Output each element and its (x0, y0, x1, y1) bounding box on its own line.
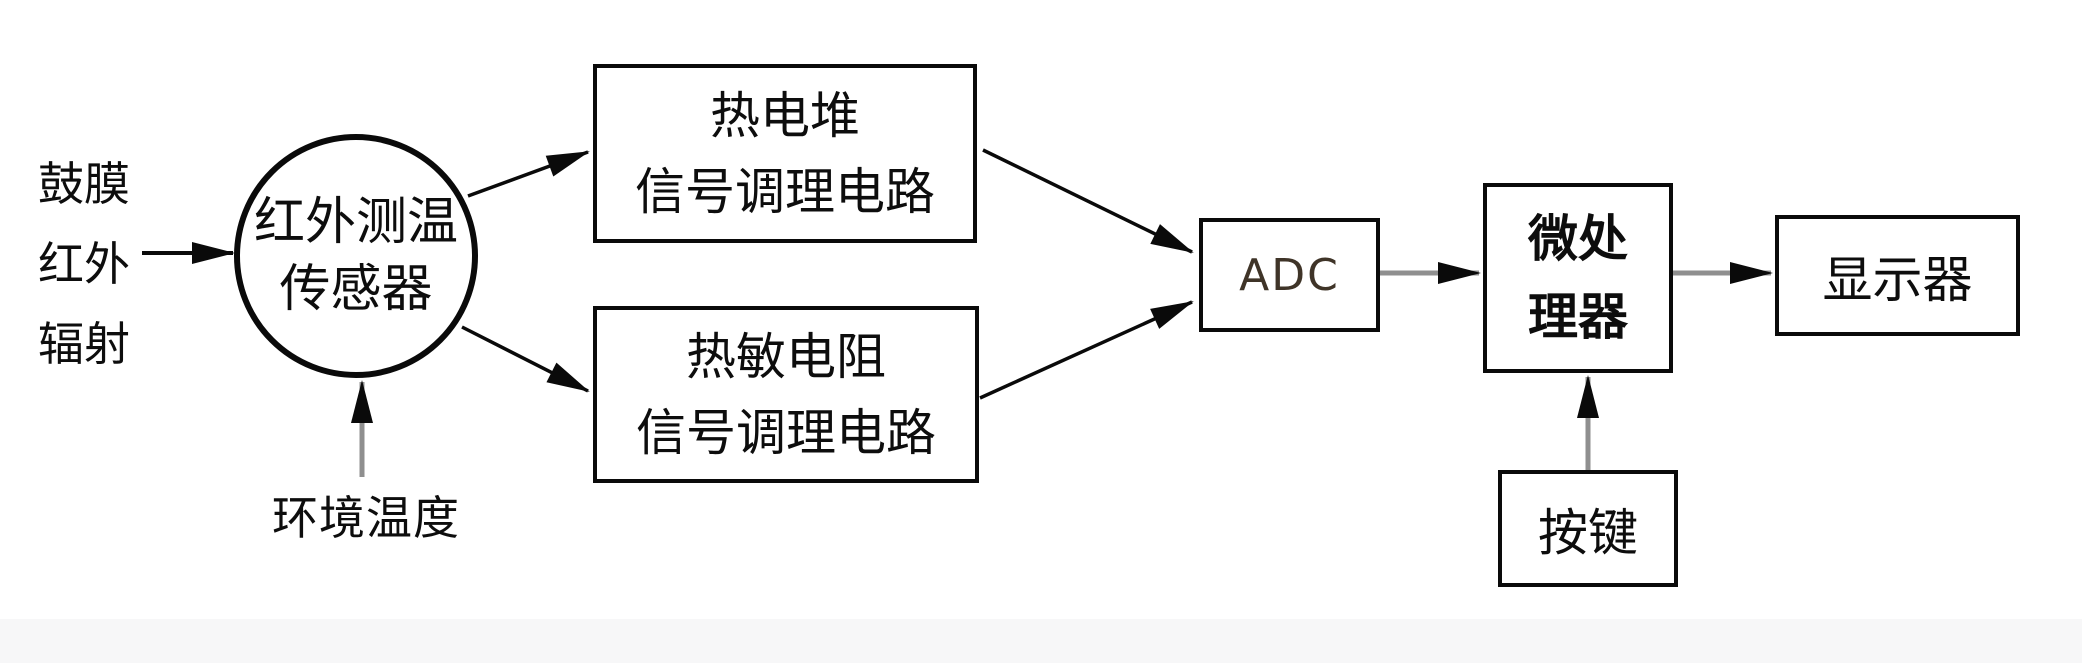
sensor-label-line-1: 红外测温 (253, 193, 458, 252)
keys-box: 按键 (1498, 470, 1678, 587)
arrow-thermistor-to-adc (979, 300, 1194, 400)
adc-box: ADC (1199, 218, 1380, 332)
thermistor-label-line-2: 信号调理电路 (636, 403, 936, 462)
input-label-line-3: 辐射 (38, 317, 130, 371)
mcu-label-line-2: 理器 (1528, 288, 1628, 346)
thermopile-label-line-1: 热电堆 (710, 86, 860, 145)
input-label-line-2: 红外 (38, 237, 130, 291)
thermistor-label-line-1: 热敏电阻 (686, 327, 886, 386)
arrow-thermopile-to-adc (982, 148, 1194, 254)
mcu-label-line-1: 微处 (1528, 210, 1628, 268)
thermistor-conditioning-box: 热敏电阻 信号调理电路 (593, 306, 979, 483)
thermopile-label-line-2: 信号调理电路 (635, 162, 935, 221)
microprocessor-box: 微处 理器 (1483, 183, 1673, 373)
adc-label: ADC (1239, 249, 1340, 301)
footer-gray-band (0, 619, 2082, 663)
arrow-sensor-to-thermistor (461, 325, 590, 393)
eardrum-infrared-radiation-label: 鼓膜 红外 辐射 (38, 144, 130, 384)
ambient-temperature-label: 环境温度 (272, 491, 460, 545)
thermopile-conditioning-box: 热电堆 信号调理电路 (593, 64, 977, 243)
input-label-line-1: 鼓膜 (38, 157, 130, 211)
ir-sensor-circle: 红外测温 传感器 (234, 134, 478, 378)
sensor-label-line-2: 传感器 (279, 260, 433, 319)
arrow-sensor-to-thermopile (467, 150, 590, 198)
display-label: 显示器 (1822, 250, 1973, 309)
keys-label: 按键 (1538, 503, 1638, 562)
display-box: 显示器 (1775, 215, 2020, 336)
